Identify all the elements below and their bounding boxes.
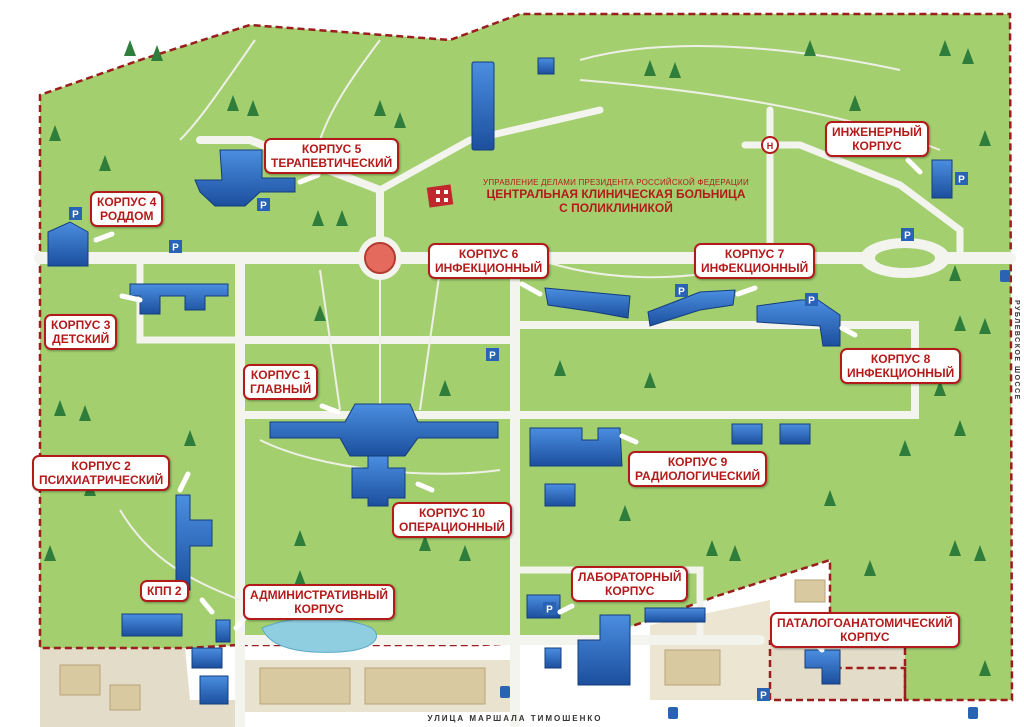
building-small [779,423,811,445]
building-korpus-6 [544,287,631,319]
svg-text:P: P [760,691,767,702]
parking-icon: P [257,198,270,212]
label-korpus-4[interactable]: КОРПУС 4 РОДДОМ [90,191,164,227]
buildings [47,57,953,705]
bus-stop-icons [500,270,1010,719]
street-name-bottom: УЛИЦА МАРШАЛА ТИМОШЕНКО [427,714,603,723]
svg-text:P: P [678,287,685,298]
residential-block [59,664,101,696]
parking-icon: P [805,293,818,307]
service-building [664,649,721,686]
map-title-line-2: С ПОЛИКЛИНИКОЙ [559,201,673,215]
building-korpus-10 [351,455,406,507]
residential-block [109,684,141,711]
label-korpus-1[interactable]: КОРПУС 1 ГЛАВНЫЙ [243,364,319,400]
building-polyclinic [471,61,495,151]
parking-icon: P [675,284,688,298]
building-small [199,675,229,705]
building-korpus-1 [269,403,499,457]
parking-icon: P [901,228,914,242]
bus-stop-icon [500,686,510,698]
parking-icon: P [543,602,556,616]
svg-text:P: P [904,231,911,242]
building-annex [537,57,555,75]
map-subtitle: УПРАВЛЕНИЕ ДЕЛАМИ ПРЕЗИДЕНТА РОССИЙСКОЙ … [483,178,749,187]
residential-block [259,667,351,705]
building-korpus-9 [529,427,623,467]
map-title: УПРАВЛЕНИЕ ДЕЛАМИ ПРЕЗИДЕНТА РОССИЙСКОЙ … [466,178,766,215]
building-admin [215,619,231,643]
parking-icon: P [486,348,499,362]
building-engineering [931,159,953,199]
roundabout-right-center [875,248,935,268]
svg-text:P: P [958,175,965,186]
building-lab-annex [577,614,631,686]
building-small [544,483,576,507]
parking-icon: P [169,240,182,254]
helipad-letter: H [767,141,774,151]
building-korpus-7 [647,289,736,327]
building-korpus-3 [129,283,229,315]
helipad-icon [761,136,779,154]
label-korpus-6[interactable]: КОРПУС 6 ИНФЕКЦИОННЫЙ [428,243,550,279]
label-kpp-2[interactable]: КПП 2 [140,580,189,602]
building-korpus-4 [47,221,89,267]
label-korpus-8[interactable]: КОРПУС 8 ИНФЕКЦИОННЫЙ [840,348,962,384]
parking-icon: P [757,688,770,702]
building-kpp2 [121,613,183,637]
residential-block [364,667,486,705]
parking-signs: P P P P P P P P P P [69,172,968,702]
svg-text:P: P [260,201,267,212]
service-building [794,579,826,603]
label-korpus-7[interactable]: КОРПУС 7 ИНФЕКЦИОННЫЙ [694,243,816,279]
label-korpus-2[interactable]: КОРПУС 2 ПСИХИАТРИЧЕСКИЙ [32,455,171,491]
label-lab[interactable]: ЛАБОРАТОРНЫЙ КОРПУС [571,566,689,602]
bus-stop-icon [668,707,678,719]
label-pathology[interactable]: ПАТАЛОГОАНАТОМИЧЕСКИЙ КОРПУС [770,612,960,648]
building-small [731,423,763,445]
footpaths [119,39,941,601]
hospital-logo-icon [426,184,454,208]
pointer-arrows [93,157,923,653]
building-pathology [804,649,841,685]
label-korpus-3[interactable]: КОРПУС 3 ДЕТСКИЙ [44,314,118,350]
building-small [191,647,223,669]
svg-text:P: P [172,243,179,254]
label-korpus-9[interactable]: КОРПУС 9 РАДИОЛОГИЧЕСКИЙ [628,451,768,487]
svg-text:P: P [489,351,496,362]
label-engineering[interactable]: ИНЖЕНЕРНЫЙ КОРПУС [825,121,929,157]
label-admin[interactable]: АДМИНИСТРАТИВНЫЙ КОРПУС [243,584,395,620]
label-korpus-5[interactable]: КОРПУС 5 ТЕРАПЕВТИЧЕСКИЙ [264,138,400,174]
building-small [544,647,562,669]
street-name-right: РУБЛЕВСКОЕ ШОССЕ [1013,300,1020,401]
parking-icon: P [955,172,968,186]
map-title-line-1: ЦЕНТРАЛЬНАЯ КЛИНИЧЕСКАЯ БОЛЬНИЦА [486,187,746,201]
bus-stop-icon [968,707,978,719]
label-korpus-10[interactable]: КОРПУС 10 ОПЕРАЦИОННЫЙ [392,502,513,538]
parking-icon: P [69,207,82,221]
bus-stop-icon [1000,270,1010,282]
svg-text:P: P [72,210,79,221]
roundabout-center [364,242,396,274]
trees [44,40,991,676]
building-korpus-5 [194,149,296,207]
svg-text:P: P [808,296,815,307]
building-small [644,607,706,623]
svg-text:P: P [546,605,553,616]
